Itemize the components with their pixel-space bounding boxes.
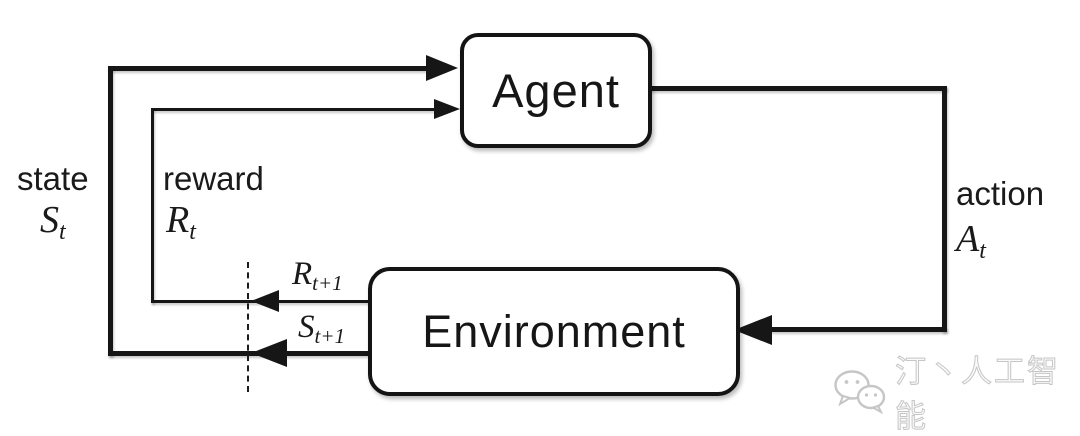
agent-node: Agent: [460, 33, 652, 148]
state-symbol-label: St: [40, 198, 66, 246]
environment-label: Environment: [422, 305, 686, 357]
next-state-subscript: t+1: [314, 324, 346, 348]
state-word-label: state: [17, 160, 89, 197]
next-state-arrowhead-icon: [251, 339, 287, 367]
next-reward-subscript: t+1: [312, 271, 343, 295]
reward-word-label: reward: [163, 160, 264, 197]
action-word-label: action: [956, 175, 1045, 212]
watermark: 汀丶人工智能: [831, 346, 1080, 436]
next-reward-arrowhead-icon: [251, 290, 279, 312]
reward-symbol: R: [166, 199, 190, 241]
state-symbol: S: [40, 199, 59, 241]
state-line-bottom-segment: [108, 351, 373, 356]
action-symbol: A: [956, 218, 980, 260]
environment-node: Environment: [368, 267, 740, 396]
reward-into-agent-arrowhead-icon: [434, 99, 460, 119]
wechat-chat-bubbles-icon: [831, 368, 889, 414]
reward-line-left-segment: [151, 108, 154, 303]
action-subscript: t: [979, 238, 986, 264]
rl-loop-diagram: Agent Environment state St reward Rt act…: [17, 33, 1059, 435]
state-into-agent-arrowhead-icon: [426, 55, 458, 81]
next-reward-symbol: R: [292, 256, 313, 292]
action-symbol-label: At: [956, 217, 986, 265]
agent-label: Agent: [492, 64, 620, 117]
next-reward-symbol-label: Rt+1: [292, 256, 343, 296]
next-state-symbol-label: St+1: [298, 309, 345, 349]
action-line-right-segment: [942, 86, 947, 332]
reward-line-top-segment: [151, 108, 434, 111]
state-line-top-segment: [108, 66, 426, 71]
time-step-boundary-dashed-line: [247, 262, 249, 392]
action-line-bottom-segment: [770, 327, 947, 332]
state-subscript: t: [59, 219, 66, 245]
reward-subscript: t: [189, 219, 196, 245]
action-line-top-segment: [643, 86, 947, 91]
next-state-symbol: S: [298, 309, 315, 345]
action-into-environment-arrowhead-icon: [734, 315, 772, 345]
state-line-left-segment: [108, 66, 113, 356]
reward-symbol-label: Rt: [166, 198, 196, 246]
watermark-text: 汀丶人工智能: [895, 354, 1060, 435]
